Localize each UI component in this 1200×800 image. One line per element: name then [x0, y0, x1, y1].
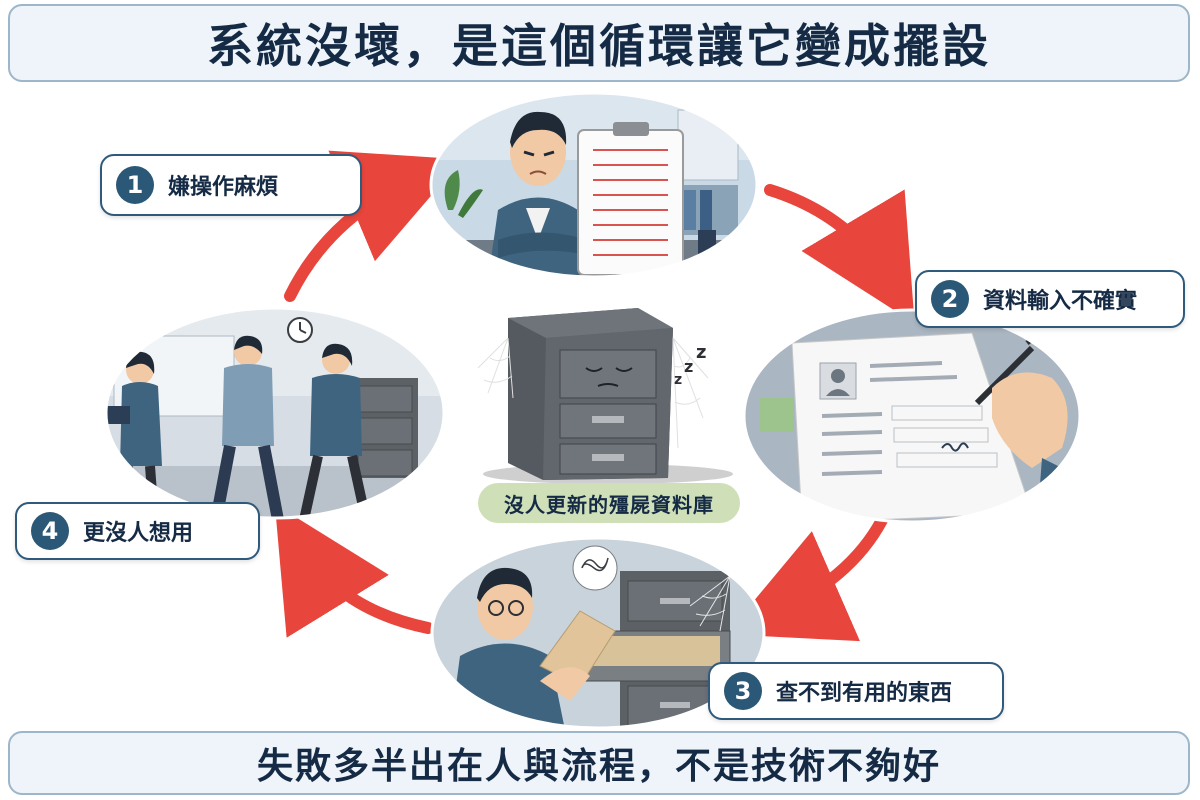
arrow-2-to-3 — [726, 514, 888, 642]
step-label: 更沒人想用 — [83, 521, 194, 546]
svg-text:z: z — [696, 342, 706, 363]
step-1: 1 嫌操作麻煩 — [100, 154, 362, 216]
step-2: 2 資料輸入不確實 — [915, 270, 1185, 328]
arrow-3-to-4 — [274, 504, 434, 638]
step-number: 3 — [724, 672, 762, 710]
arrow-4-to-1 — [284, 150, 463, 302]
svg-text:z: z — [684, 357, 693, 376]
step-number: 4 — [31, 512, 69, 550]
title-banner: 系統沒壞，是這個循環讓它變成擺設 — [8, 4, 1190, 82]
step-3: 3 查不到有用的東西 — [708, 662, 1004, 720]
clipboard-icon — [577, 122, 684, 276]
scene-avoiding-system — [104, 306, 446, 520]
zombie-database-label: 沒人更新的殭屍資料庫 — [478, 483, 740, 523]
arrow-1-to-2 — [764, 184, 915, 324]
zombie-database-illustration: z z z — [477, 308, 733, 484]
plant-icon — [444, 170, 483, 218]
scene-searching-files — [430, 536, 766, 730]
step-number: 2 — [931, 280, 969, 318]
step-label: 查不到有用的東西 — [776, 681, 953, 706]
footer-banner: 失敗多半出在人與流程，不是技術不夠好 — [8, 731, 1190, 795]
filing-cabinet-icon — [579, 571, 731, 728]
step-number: 1 — [116, 166, 154, 204]
step-label: 資料輸入不確實 — [983, 289, 1138, 314]
scene-frustrated-user — [429, 91, 759, 279]
sleep-zzz-icon: z z z — [674, 342, 706, 388]
step-label: 嫌操作麻煩 — [168, 175, 279, 200]
footer-message: 失敗多半出在人與流程，不是技術不夠好 — [256, 746, 941, 787]
step-4: 4 更沒人想用 — [15, 502, 260, 560]
svg-text:z: z — [674, 372, 682, 388]
clock-icon — [287, 317, 313, 343]
cobweb-icon — [477, 337, 709, 449]
page-title: 系統沒壞，是這個循環讓它變成擺設 — [207, 19, 991, 73]
document-form-icon — [791, 332, 1033, 522]
cobweb-icon — [689, 575, 731, 632]
filing-cabinet-icon — [508, 308, 673, 480]
scene-data-entry — [742, 308, 1082, 524]
